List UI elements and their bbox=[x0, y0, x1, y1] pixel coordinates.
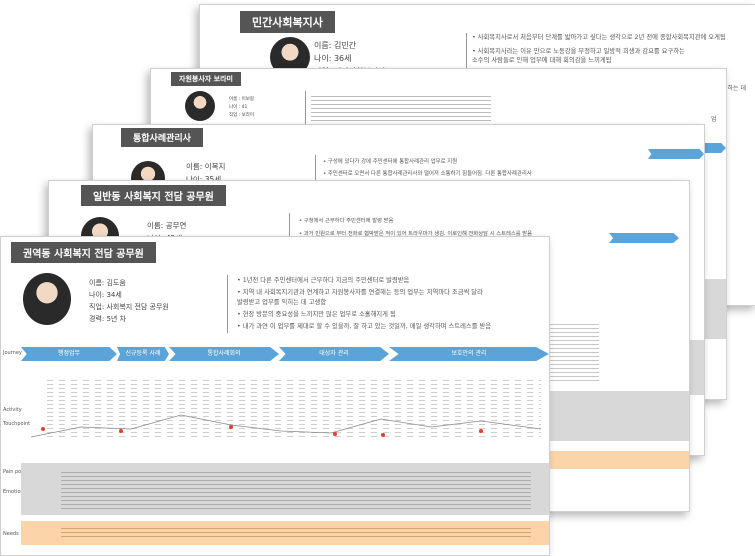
divider bbox=[289, 213, 290, 249]
persona-bullet: • 현장 방문의 중요성을 느끼지만 많은 업무로 소홀해지게 됨 bbox=[237, 311, 396, 318]
row-label-painpoint: Pain point bbox=[3, 469, 28, 475]
row-label-journey: Journey bbox=[3, 350, 22, 356]
phase-arrow bbox=[648, 149, 704, 159]
phase-admin: 행정업무 bbox=[21, 347, 117, 361]
divider bbox=[227, 275, 228, 333]
divider bbox=[315, 155, 316, 189]
persona-bullet: • 과거 민원으로 부터 전화로 협박받은 적이 있어 트라우마가 생김. 이로… bbox=[299, 231, 533, 237]
persona-title: 권역동 사회복지 전담 공무원 bbox=[11, 242, 156, 263]
persona-age: 나이 : 41 bbox=[229, 105, 248, 110]
persona-bullet: • 주민센터로 오면서 다른 통합사례관리사와 떨어져 소통하기 힘들어짐. 다… bbox=[323, 171, 532, 177]
divider bbox=[466, 33, 467, 73]
activity-text bbox=[41, 377, 541, 437]
persona-title: 일반동 사회복지 전담 공무원 bbox=[81, 185, 226, 206]
persona-name: 이름: 김도움 bbox=[89, 279, 126, 287]
persona-job: 직업: 사회복지 전담 공무원 bbox=[89, 303, 169, 311]
persona-name: 이름 : 이보람 bbox=[229, 97, 255, 102]
emotion-point bbox=[479, 429, 483, 433]
phase-case-meeting: 통합사례회의 bbox=[169, 347, 279, 361]
persona-info: 이름: 이복지 나이: 35세 bbox=[186, 160, 225, 186]
persona-career: 경력: 5년 차 bbox=[89, 315, 127, 323]
avatar bbox=[23, 273, 71, 325]
persona-sheet-regional-official: 권역동 사회복지 전담 공무원 이름: 김도움 나이: 34세 직업: 사회복지… bbox=[0, 236, 550, 556]
emotion-point bbox=[381, 433, 385, 437]
persona-age: 나이: 35세 bbox=[186, 173, 225, 186]
persona-bullet: • 구성에 있다가 강에 주민센터에 통합사례관리 업무로 지원 bbox=[323, 159, 458, 165]
persona-bullet: 발령받고 업무를 익히는 데 고생함 bbox=[237, 299, 327, 306]
persona-bullet: • 지역 내 사회복지기관과 연계하고 자원봉사자를 연결해는 등의 업무는 지… bbox=[237, 289, 483, 296]
persona-bullet-edge: 업 bbox=[711, 116, 717, 123]
row-label-needs: Needs bbox=[3, 531, 19, 537]
persona-bullet: • 1년전 다른 주민센터에서 근무하다 지금의 주민센터로 발령받음 bbox=[237, 277, 410, 284]
persona-bullet: • 구청에서 근무하다 주민센터에 발령 받음 bbox=[299, 218, 394, 224]
persona-title: 통합사례관리사 bbox=[121, 128, 203, 147]
phase-client-mgmt: 대상자 관리 bbox=[279, 347, 389, 361]
persona-title: 민간사회복지사 bbox=[240, 11, 335, 33]
persona-bullet: • 사회복지사라는 이유 만으로 노동강을 부정하고 일방적 희생과 감요를 요… bbox=[472, 48, 685, 55]
persona-name: 이름: 김민간 bbox=[314, 41, 357, 50]
persona-info: 이름 : 이보람 나이 : 41 직업 : 보라미 bbox=[229, 96, 254, 120]
persona-job: 직업 : 보라미 bbox=[229, 113, 255, 118]
painpoint-text bbox=[61, 469, 531, 509]
phase-protection-mgmt: 보호안의 관리 bbox=[389, 347, 549, 361]
phase-new-case: 신규등록 사례 bbox=[117, 347, 169, 361]
emotion-point bbox=[41, 427, 45, 431]
emotion-curve bbox=[30, 414, 542, 438]
detail-text bbox=[549, 321, 599, 381]
persona-age: 나이: 36세 bbox=[314, 54, 352, 63]
emotion-point bbox=[229, 425, 233, 429]
journey-phases: 행정업무 신규등록 사례 통합사례회의 대상자 관리 보호안의 관리 bbox=[21, 347, 549, 361]
row-label-activity: Activity bbox=[3, 407, 22, 413]
row-label-touchpoint: Touchpoint bbox=[3, 421, 31, 427]
needs-band bbox=[544, 451, 689, 469]
persona-bullet-edge: 공하는 데 bbox=[722, 85, 746, 92]
persona-bullet-text bbox=[311, 93, 491, 123]
row-label-emotion: Emotion bbox=[3, 489, 24, 495]
needs-text bbox=[61, 525, 531, 539]
persona-bullet: • 사회복지사로서 처음부터 단계를 밟아가고 싶다는 생각으로 2년 전에 종… bbox=[472, 34, 726, 41]
avatar bbox=[185, 91, 215, 121]
phase-arrow bbox=[609, 233, 679, 243]
persona-info: 이름: 김도움 나이: 34세 직업: 사회복지 전담 공무원 경력: 5년 차 bbox=[89, 277, 169, 325]
divider bbox=[305, 91, 306, 125]
persona-title: 자원봉사자 보라미 bbox=[171, 72, 241, 86]
persona-name: 이름: 이복지 bbox=[186, 162, 226, 171]
painpoint-band bbox=[544, 391, 689, 441]
emotion-point bbox=[119, 429, 123, 433]
persona-bullet: • 내가 과연 이 업무를 제대로 할 수 있을까, 잘 하고 있는 것일까, … bbox=[237, 323, 492, 330]
persona-age: 나이: 34세 bbox=[89, 291, 122, 299]
persona-bullet: 소수의 사람들로 인해 업무에 대해 회의감을 느끼게됨 bbox=[472, 57, 612, 64]
persona-name: 이름: 공무연 bbox=[147, 221, 187, 230]
emotion-point bbox=[333, 432, 337, 436]
